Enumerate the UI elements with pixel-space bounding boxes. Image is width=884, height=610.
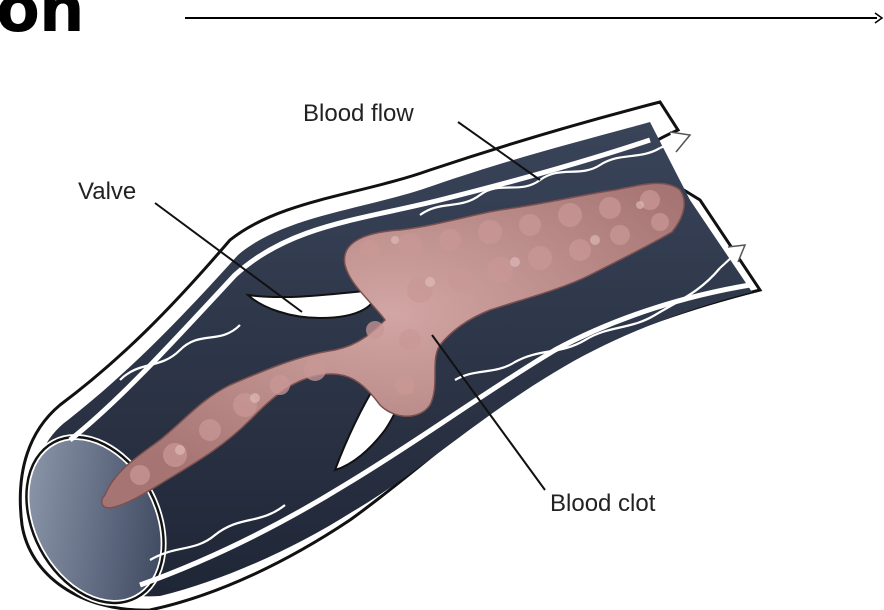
label-blood-clot: Blood clot [550,490,655,518]
label-valve: Valve [78,178,136,206]
label-blood-flow: Blood flow [303,100,414,128]
flow-arrow-upper [670,132,690,152]
